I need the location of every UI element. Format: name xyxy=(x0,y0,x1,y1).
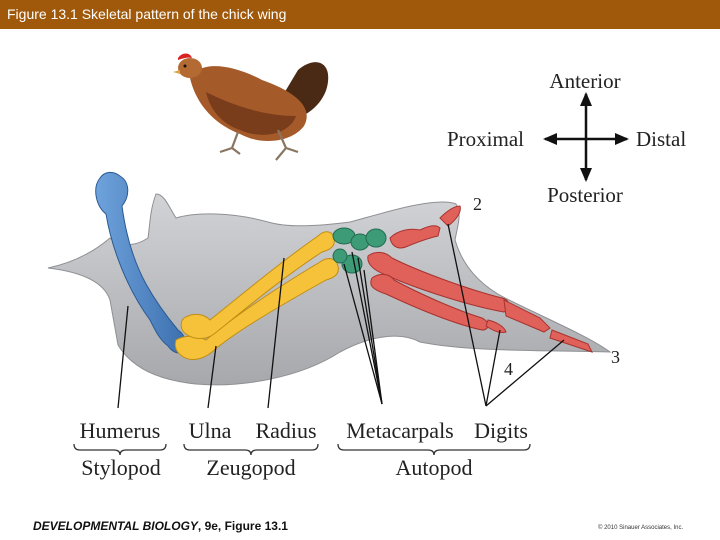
humerus-label: Humerus xyxy=(80,418,161,443)
title-bar: Figure 13.1 Skeletal pattern of the chic… xyxy=(0,0,720,29)
source-edition: , 9e, Figure 13.1 xyxy=(197,519,288,533)
ulna-label: Ulna xyxy=(189,418,232,443)
figure-title: Figure 13.1 Skeletal pattern of the chic… xyxy=(7,6,287,22)
proximal-label: Proximal xyxy=(447,127,524,151)
digit-3-label: 3 xyxy=(611,347,620,367)
posterior-label: Posterior xyxy=(547,183,623,207)
autopod-label: Autopod xyxy=(396,455,473,480)
source-book-title: DEVELOPMENTAL BIOLOGY xyxy=(33,519,198,533)
metacarpal-bones xyxy=(332,227,387,274)
wing-diagram: Anterior Proximal Distal Posterior xyxy=(47,53,686,480)
digit-2-label: 2 xyxy=(473,194,482,214)
stylopod-label: Stylopod xyxy=(81,455,160,480)
digit-bones xyxy=(367,205,593,353)
source-citation: DEVELOPMENTAL BIOLOGY, 9e, Figure 13.1 xyxy=(33,519,288,533)
digit-4-label: 4 xyxy=(504,359,513,379)
chicken-illustration xyxy=(173,53,329,161)
orientation-compass xyxy=(543,92,629,182)
copyright-notice: © 2010 Sinauer Associates, Inc. xyxy=(598,525,684,531)
radius-label: Radius xyxy=(255,418,316,443)
leader-lines xyxy=(117,223,565,409)
distal-label: Distal xyxy=(636,127,686,151)
zeugopod-label: Zeugopod xyxy=(206,455,295,480)
radius-bone xyxy=(180,231,335,339)
region-braces xyxy=(73,443,531,456)
digits-label: Digits xyxy=(474,418,528,443)
anterior-label: Anterior xyxy=(549,69,620,93)
metacarpals-label: Metacarpals xyxy=(346,418,454,443)
